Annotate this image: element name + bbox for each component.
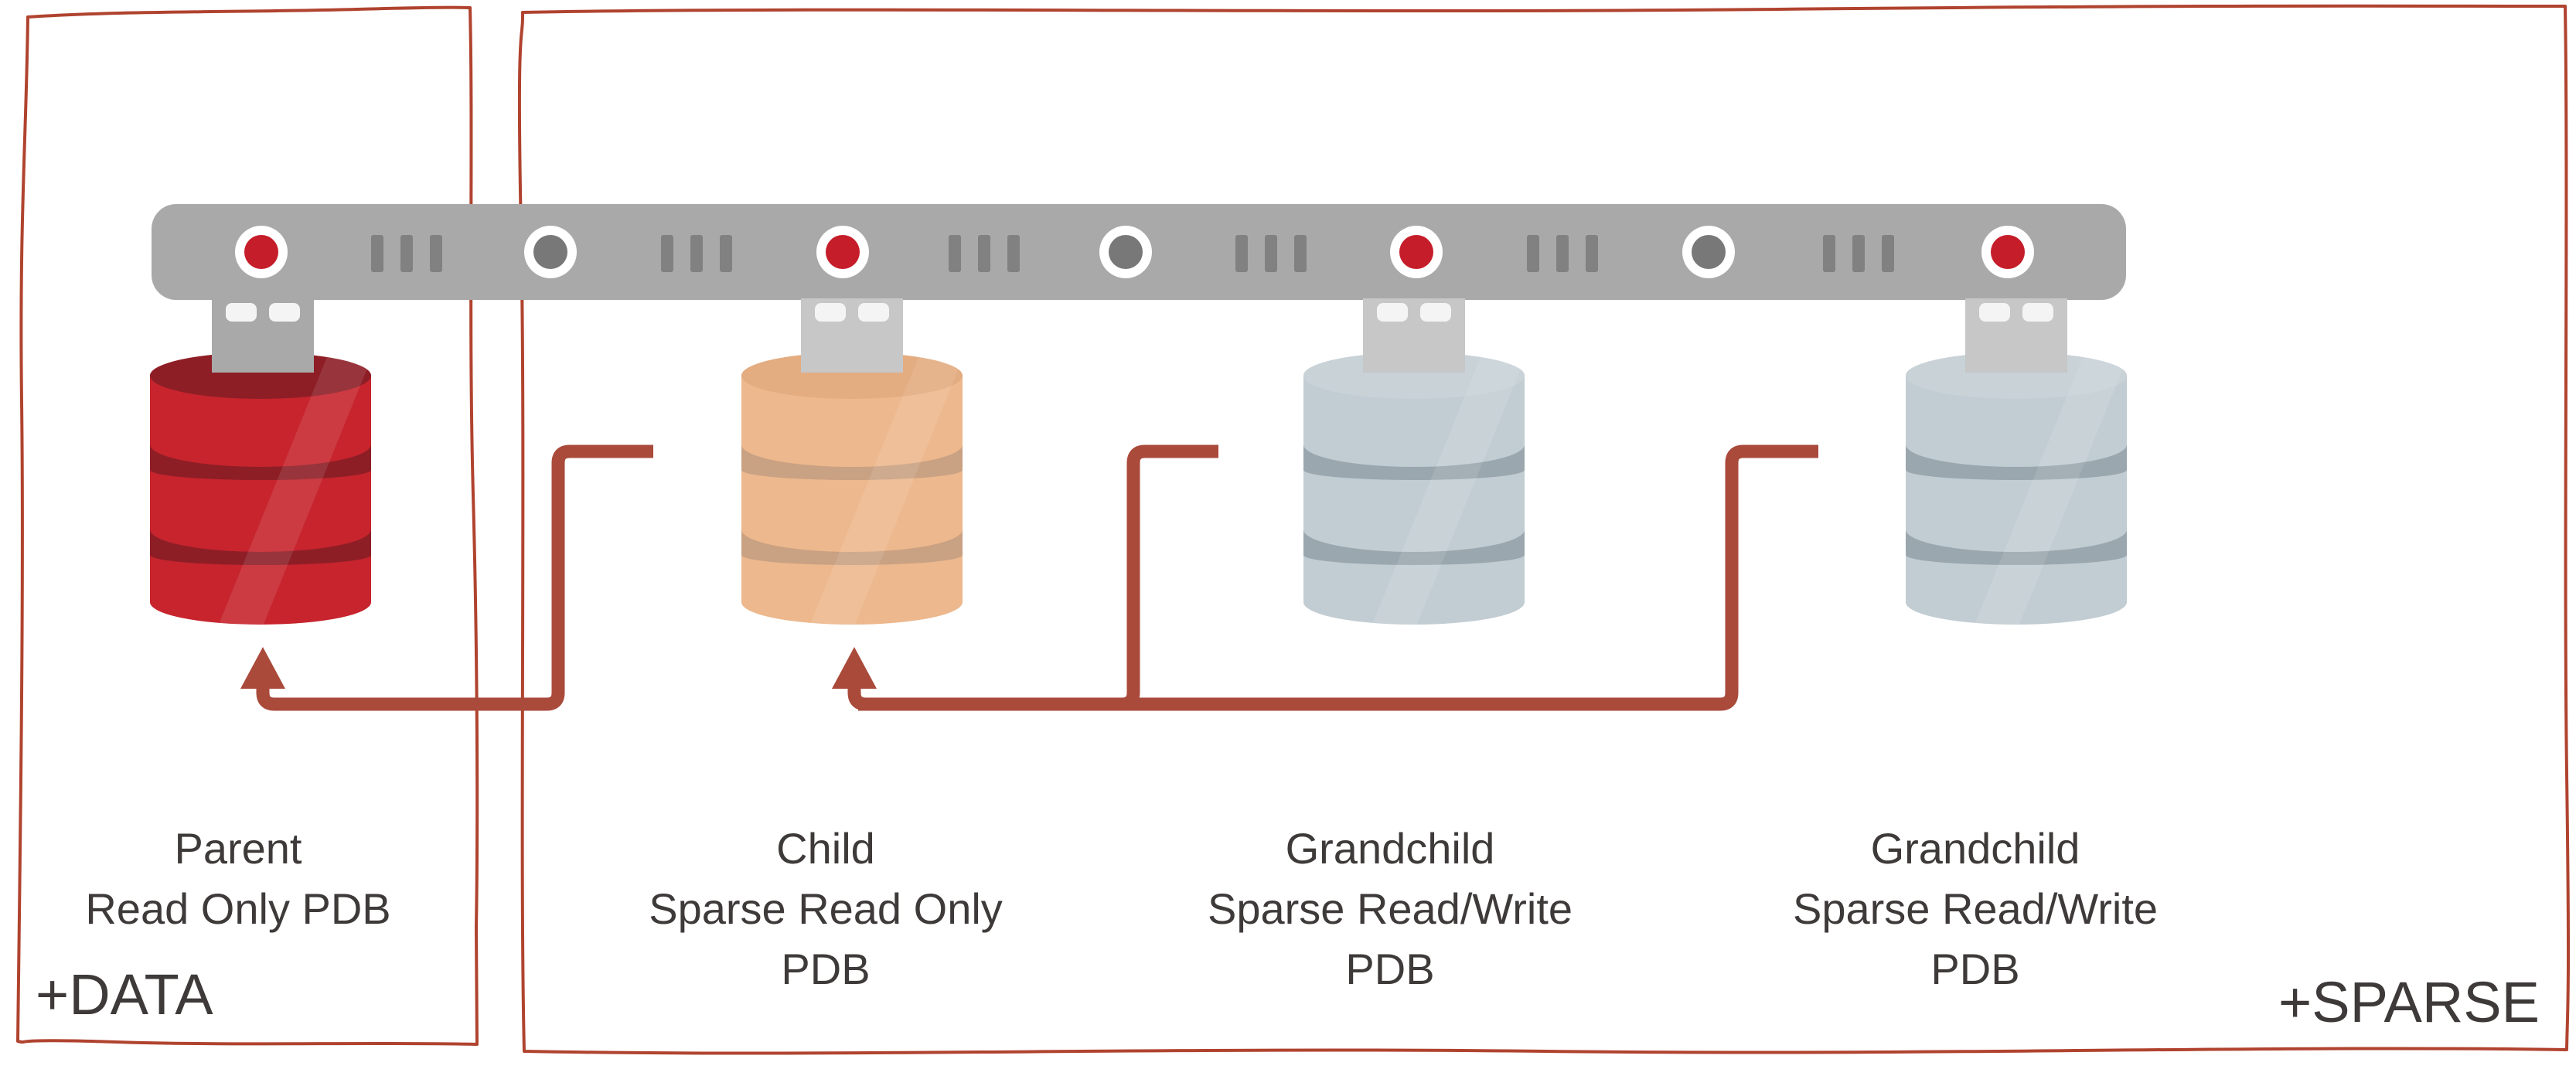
label-line: Grandchild [1285, 824, 1495, 873]
connector-grandchild2 [1965, 298, 2067, 373]
label-line: PDB [781, 945, 871, 993]
vent-slots-icon [371, 235, 1894, 272]
led-gray-2 [1099, 226, 1152, 278]
led-red-2 [816, 226, 869, 278]
label-line: Sparse Read/Write [1207, 884, 1573, 933]
clone-arrows [240, 444, 1818, 711]
grandchild2-database-cylinder-icon [1906, 352, 2127, 625]
vent-group-6 [1823, 235, 1894, 272]
connector-parent [212, 298, 314, 373]
vent-group-3 [949, 235, 1020, 272]
grandchild1-pdb-label: Grandchild Sparse Read/Write PDB [1208, 819, 1573, 999]
data-box-border [16, 5, 479, 1046]
arrow-grandchild2-to-child [858, 444, 1818, 711]
child-database-cylinder-icon [741, 352, 963, 625]
data-diskgroup-label: +DATA [36, 962, 213, 1027]
vent-group-1 [371, 235, 442, 272]
child-pdb-label: Child Sparse Read Only PDB [649, 819, 1003, 999]
grandchild1-database-cylinder-icon [1303, 352, 1525, 625]
arrowhead-at-parent-icon [240, 647, 285, 689]
connector-grandchild1 [1363, 298, 1465, 373]
vent-group-4 [1235, 235, 1307, 272]
parent-database-cylinder-icon [150, 352, 371, 625]
led-red-3 [1390, 226, 1443, 278]
led-gray-3 [1682, 226, 1735, 278]
vent-group-2 [661, 235, 732, 272]
label-line: Sparse Read/Write [1792, 884, 2159, 933]
connector-tab-icon [212, 298, 2067, 373]
label-line: PDB [1930, 945, 2020, 993]
arrowhead-at-child-icon [832, 647, 877, 689]
arrow-grandchild1-to-child [847, 444, 1218, 711]
label-line: Grandchild [1870, 824, 2080, 873]
led-indicator-icon [235, 226, 2034, 278]
parent-pdb-label: Parent Read Only PDB [85, 819, 390, 939]
grandchild2-pdb-label: Grandchild Sparse Read/Write PDB [1793, 819, 2158, 999]
sparse-box-border [517, 4, 2571, 1055]
label-line: Sparse Read Only [649, 884, 1003, 933]
label-line: Read Only PDB [85, 884, 391, 933]
led-red-4 [1981, 226, 2034, 278]
led-gray-1 [524, 226, 577, 278]
label-line: PDB [1345, 945, 1435, 993]
led-red-1 [235, 226, 288, 278]
arrow-child-to-parent [256, 444, 653, 711]
sparse-diskgroup-label: +SPARSE [2278, 970, 2540, 1034]
label-line: Child [776, 824, 875, 873]
label-line: Parent [174, 824, 302, 873]
vent-group-5 [1527, 235, 1598, 272]
connector-child [801, 298, 903, 373]
